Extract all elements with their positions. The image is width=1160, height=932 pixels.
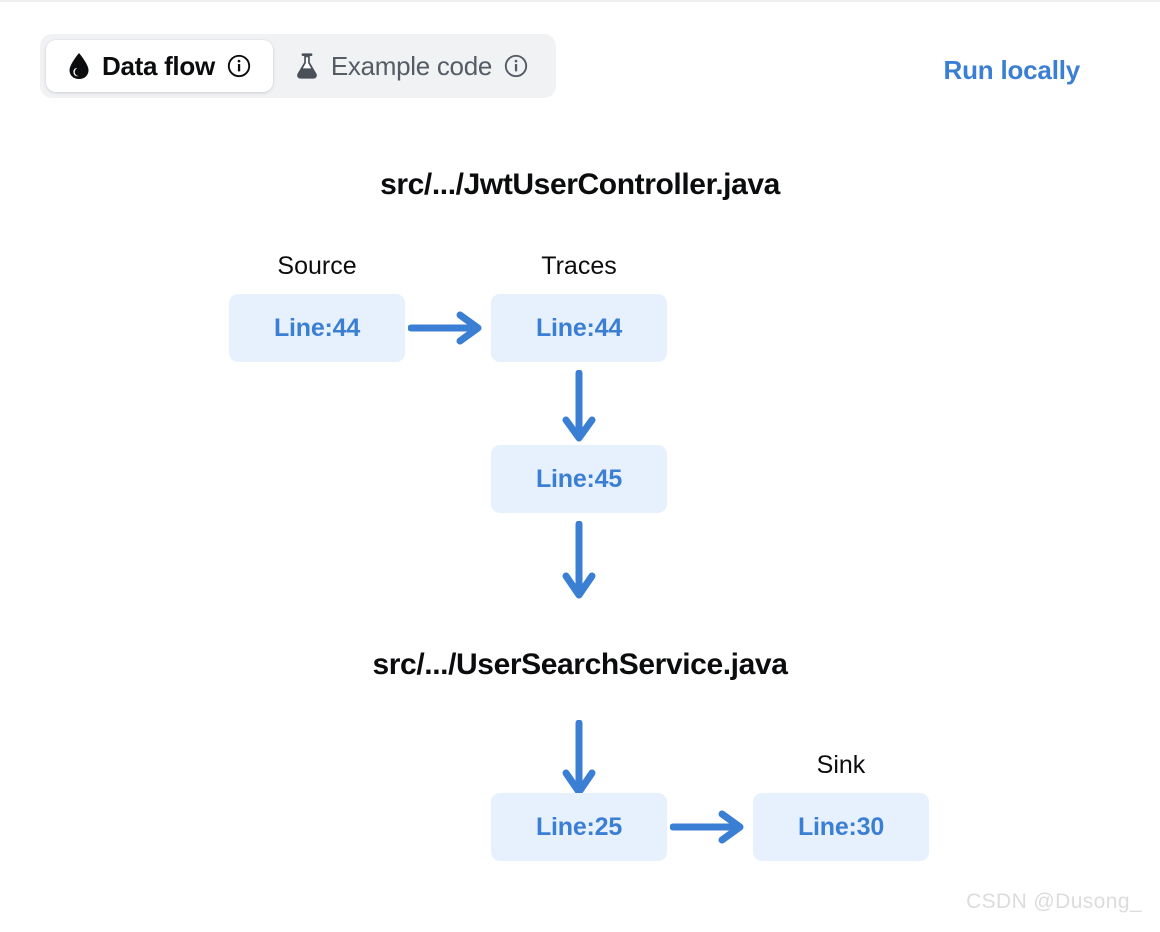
tab-label: Data flow [102, 51, 215, 81]
node-trace-line25[interactable]: Line:25 [491, 793, 667, 861]
file-heading-jwtusercontroller: src/.../JwtUserController.java [380, 168, 780, 201]
run-locally-button[interactable]: Run locally [943, 55, 1081, 85]
arrow-down-file2-to-line25 [556, 720, 602, 798]
arrow-down-line44-to-line45 [556, 370, 602, 444]
file-heading-usersearchservice: src/.../UserSearchService.java [372, 648, 788, 681]
tab-label: Example code [330, 51, 493, 81]
info-icon[interactable] [227, 54, 251, 78]
tab-data-flow[interactable]: Data flow [46, 40, 273, 92]
node-trace-line44[interactable]: Line:44 [491, 294, 667, 362]
caption-traces: Traces [541, 252, 617, 280]
info-icon[interactable] [504, 54, 528, 78]
arrow-right-line25-to-line30 [670, 806, 750, 848]
tab-bar: Data flow Example code [40, 34, 557, 98]
caption-source: Source [277, 252, 357, 280]
node-source-line44[interactable]: Line:44 [229, 294, 405, 362]
tab-example-code[interactable]: Example code [273, 40, 550, 92]
node-trace-line45[interactable]: Line:45 [491, 445, 667, 513]
node-sink-line30[interactable]: Line:30 [753, 793, 929, 861]
watermark: CSDN @Dusong_ [966, 890, 1142, 913]
caption-sink: Sink [816, 751, 866, 779]
arrow-down-line45-to-file2 [556, 521, 602, 601]
flask-icon [295, 52, 319, 80]
arrow-right-source-to-trace [408, 307, 488, 349]
droplet-icon [68, 52, 90, 80]
